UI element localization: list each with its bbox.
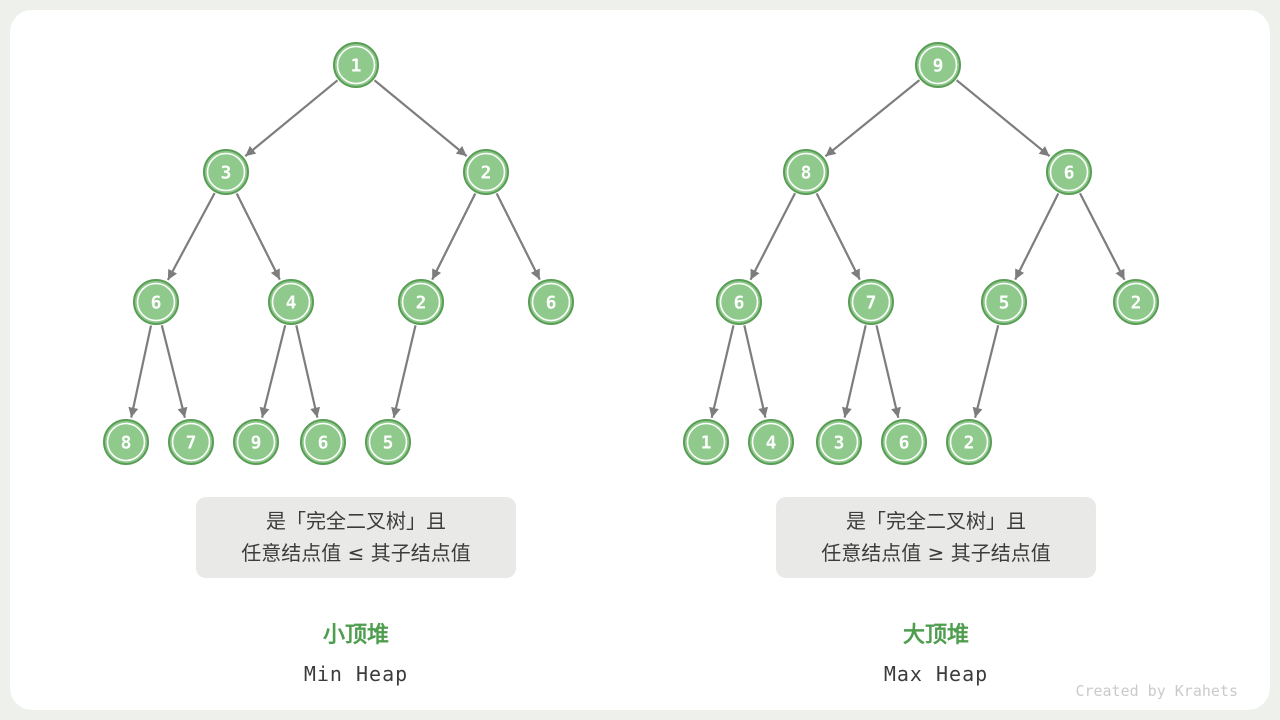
caption-line-1: 是「完全二叉树」且 bbox=[266, 509, 446, 533]
min-heap-caption: 是「完全二叉树」且 任意结点值 ≤ 其子结点值 bbox=[196, 497, 516, 578]
caption-line-2: 任意结点值 ≥ 其子结点值 bbox=[821, 541, 1051, 565]
max-heap-title-zh: 大顶堆 bbox=[902, 623, 970, 648]
watermark: Created by Krahets bbox=[1075, 682, 1238, 700]
max-heap-caption: 是「完全二叉树」且 任意结点值 ≥ 其子结点值 bbox=[776, 497, 1096, 578]
min-heap-title-en: Min Heap bbox=[303, 662, 409, 686]
caption-line-1: 是「完全二叉树」且 bbox=[846, 509, 1026, 533]
caption-line-2: 任意结点值 ≤ 其子结点值 bbox=[241, 541, 471, 565]
diagram-card bbox=[10, 10, 1270, 710]
max-heap-title-en: Max Heap bbox=[883, 662, 989, 686]
min-heap-title-zh: 小顶堆 bbox=[322, 623, 390, 648]
